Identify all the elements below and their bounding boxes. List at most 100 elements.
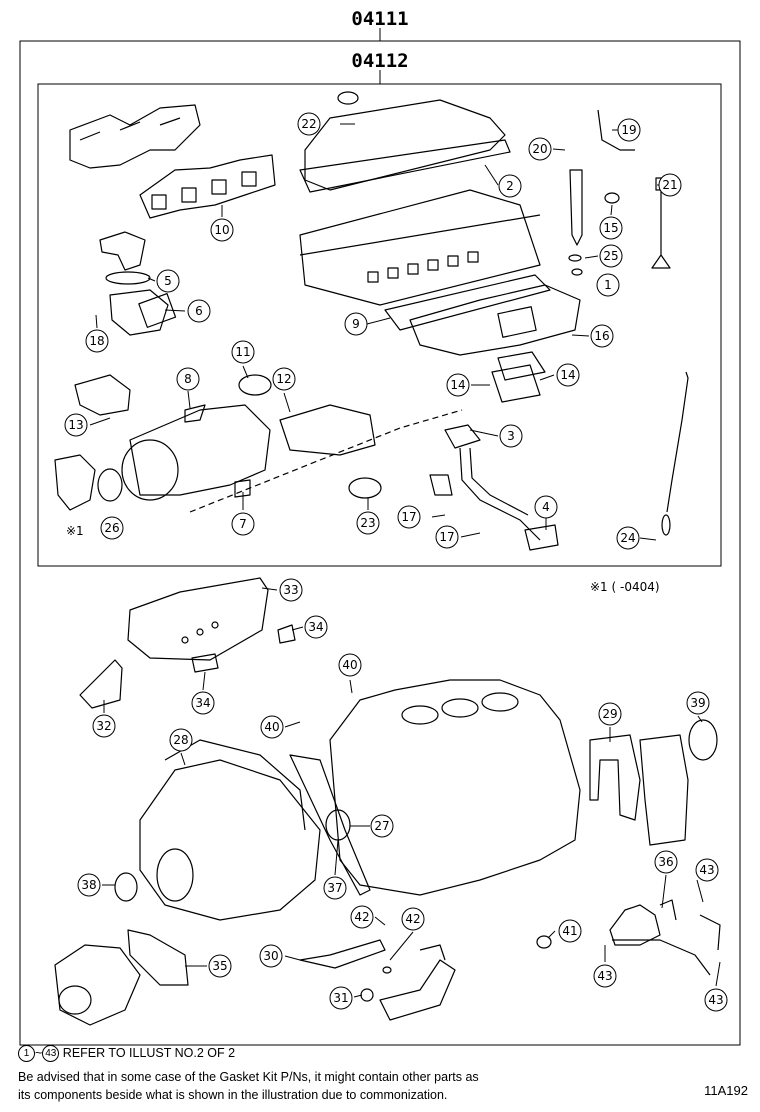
callout-circle: [208, 954, 232, 978]
callout-40: 40: [260, 715, 284, 739]
callout-19: 19: [617, 118, 641, 142]
callout-number: 13: [68, 418, 83, 432]
callout-circle: [401, 907, 425, 931]
callout-12: 12: [272, 367, 296, 391]
callout-number: 5: [164, 274, 172, 288]
callout-circle: [695, 858, 719, 882]
callout-41: 41: [558, 919, 582, 943]
callout-circle: [616, 526, 640, 550]
callout-circle: [231, 512, 255, 536]
engine-block-drawing: [329, 679, 581, 896]
callout-circle: [191, 691, 215, 715]
callout-circle: [210, 218, 234, 242]
injector-drawing: [568, 109, 635, 276]
callout-circle: [446, 373, 470, 397]
callout-number: 43: [597, 969, 612, 983]
callout-circle: [329, 986, 353, 1010]
callout-number: 29: [602, 707, 617, 721]
callout-17: 17: [435, 525, 459, 549]
callout-number: 33: [283, 583, 298, 597]
throttle-gasket-drawing: [491, 351, 546, 403]
callout-42: 42: [401, 907, 425, 931]
callout-circle: [599, 244, 623, 268]
water-pump-drawing: [54, 929, 189, 1026]
callout-number: 12: [276, 372, 291, 386]
callout-number: 27: [374, 819, 389, 833]
callout-number: 26: [104, 521, 119, 535]
callout-5: 5: [156, 269, 180, 293]
callout-circle: [64, 413, 88, 437]
callout-circle: [344, 312, 368, 336]
callout-number: 14: [560, 368, 575, 382]
callout-circle: [686, 691, 710, 715]
callout-circle: [534, 495, 558, 519]
callout-number: 43: [708, 993, 723, 1007]
callout-number: 23: [360, 516, 375, 530]
valve-cover-drawing: [299, 91, 511, 193]
callout-circle: [654, 850, 678, 874]
callout-33: 33: [279, 578, 303, 602]
egr-pipe-drawing: [429, 424, 559, 551]
callout-9: 9: [344, 312, 368, 336]
callout-43: 43: [704, 988, 728, 1012]
callout-number: 42: [405, 912, 420, 926]
callout-number: 9: [352, 317, 360, 331]
dipstick-drawing: [661, 371, 689, 536]
callout-number: 43: [699, 863, 714, 877]
callout-circle: [617, 118, 641, 142]
callout-number: 17: [401, 510, 416, 524]
range-start-badge: 1: [18, 1045, 35, 1063]
callout-31: 31: [329, 986, 353, 1010]
callout-number: 38: [81, 878, 96, 892]
illustration-code: 11A192: [704, 1083, 748, 1098]
note-mark-26: ※1: [66, 524, 84, 538]
callout-number: 6: [195, 304, 203, 318]
callout-18: 18: [85, 329, 109, 353]
refer-text: REFER TO ILLUST NO.2 OF 2: [62, 1046, 236, 1060]
callout-number: 34: [308, 620, 323, 634]
callout-number: 35: [212, 959, 227, 973]
callout-36: 36: [654, 850, 678, 874]
footer-line-3: its components beside what is shown in t…: [18, 1088, 448, 1102]
callout-layer: 1234567891011121314141516171718192021222…: [64, 112, 728, 1012]
callout-number: 39: [690, 696, 705, 710]
callout-circle: [499, 424, 523, 448]
callout-circle: [558, 919, 582, 943]
callout-number: 7: [239, 517, 247, 531]
callout-number: 1: [604, 278, 612, 292]
callout-42: 42: [350, 905, 374, 929]
callout-20: 20: [528, 137, 552, 161]
callout-number: 36: [658, 855, 673, 869]
footer-line-1: 1~43 REFER TO ILLUST NO.2 OF 2: [18, 1045, 236, 1063]
callout-32: 32: [92, 714, 116, 738]
callout-circle: [169, 728, 193, 752]
callout-number: 21: [662, 178, 677, 192]
callout-circle: [556, 363, 580, 387]
manifold-gasket-drawing: [139, 154, 276, 219]
callout-number: 34: [195, 696, 210, 710]
callout-37: 37: [323, 876, 347, 900]
callout-circle: [598, 702, 622, 726]
callout-13: 13: [64, 413, 88, 437]
callout-28: 28: [169, 728, 193, 752]
gasket-32-drawing: [79, 659, 123, 709]
intake-manifold-drawing: [409, 284, 581, 356]
callout-circle: [323, 876, 347, 900]
callout-number: 8: [184, 372, 192, 386]
callout-16: 16: [590, 324, 614, 348]
title-04111: 04111: [351, 8, 408, 30]
callout-circle: [338, 653, 362, 677]
callout-15: 15: [599, 216, 623, 240]
callout-number: 15: [603, 221, 618, 235]
callout-circle: [356, 511, 380, 535]
cylinder-head-drawing: [299, 189, 541, 306]
callout-circle: [297, 112, 321, 136]
callout-number: 31: [333, 991, 348, 1005]
callout-circle: [498, 174, 522, 198]
callout-number: 3: [507, 429, 515, 443]
callout-circle: [77, 873, 101, 897]
callout-21: 21: [658, 173, 682, 197]
callout-number: 32: [96, 719, 111, 733]
callout-number: 24: [620, 531, 635, 545]
footer-line-2: Be advised that in some case of the Gask…: [18, 1070, 479, 1084]
